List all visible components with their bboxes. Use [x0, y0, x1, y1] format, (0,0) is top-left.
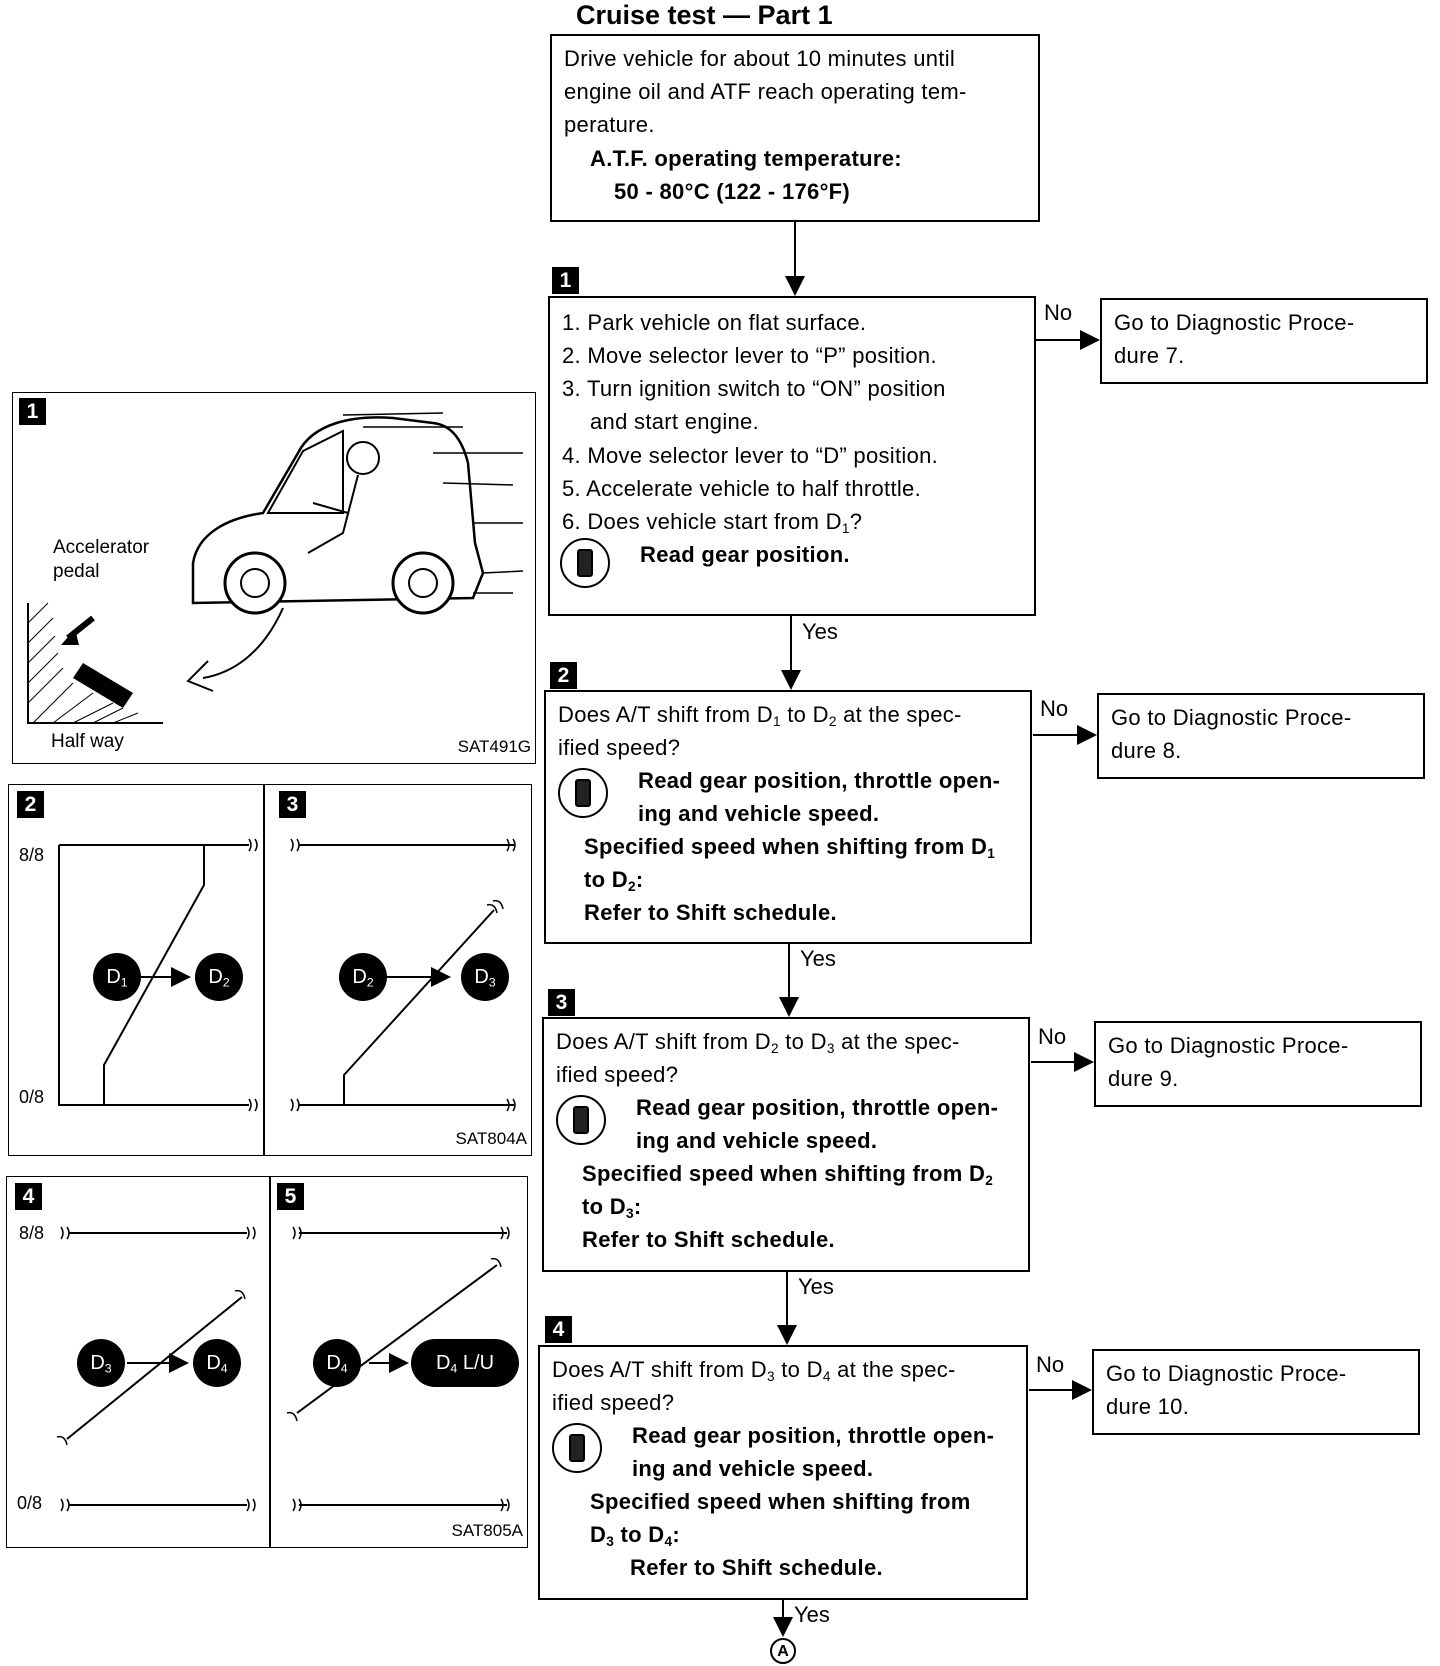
- y-axis-top-label: 8/8: [19, 845, 45, 865]
- step-1-no-label: No: [1044, 300, 1073, 325]
- step-4-instruction: ing and vehicle speed.: [632, 1456, 874, 1481]
- accelerator-pedal-label: Accelerator: [53, 537, 150, 558]
- shift-diagram-4-5: [56, 1226, 510, 1512]
- figure-1-number: 1: [19, 398, 46, 425]
- target-line: Go to Diagnostic Proce-: [1111, 705, 1352, 730]
- gear-to-d2: D2: [195, 953, 243, 1001]
- step-4-no-label: No: [1036, 1352, 1065, 1377]
- y-axis-bottom-label: 0/8: [17, 1493, 43, 1513]
- step-3-spec: to D3:: [582, 1194, 642, 1222]
- gear-to-d4: D4: [193, 1339, 241, 1387]
- start-box: Drive vehicle for about 10 minutes until…: [550, 34, 1040, 222]
- step-2-instruction: ing and vehicle speed.: [638, 801, 880, 826]
- step-1-line: 6. Does vehicle start from D1?: [562, 509, 863, 537]
- step-4-question: ified speed?: [552, 1390, 675, 1415]
- start-line-1: Drive vehicle for about 10 minutes until: [564, 46, 956, 71]
- gear-to-d3: D3: [461, 953, 509, 1001]
- step-3-no-target: Go to Diagnostic Proce- dure 9.: [1094, 1021, 1422, 1107]
- step-2-no-label: No: [1040, 696, 1069, 721]
- target-line: Go to Diagnostic Proce-: [1108, 1033, 1349, 1058]
- y-axis-top-label: 8/8: [19, 1223, 45, 1243]
- step-1-no-target: Go to Diagnostic Proce- dure 7.: [1100, 298, 1428, 384]
- consult-tester-icon: [552, 1423, 602, 1473]
- consult-tester-icon: [556, 1095, 606, 1145]
- start-line-3: perature.: [564, 112, 655, 137]
- step-2-spec: Specified speed when shifting from D1: [584, 834, 996, 862]
- step-2-question: Does A/T shift from D1 to D2 at the spec…: [558, 702, 962, 730]
- figure-2-3: 2 3 8/8 0/8 D1 D2 D2 D3 SAT804A: [8, 784, 532, 1156]
- step-2-yes-label: Yes: [800, 946, 836, 971]
- step-2-instruction: Read gear position, throttle open-: [638, 768, 1001, 793]
- step-1-line: 3. Turn ignition switch to “ON” position: [562, 376, 946, 401]
- figure-2-number: 2: [17, 791, 44, 818]
- step-3-no-label: No: [1038, 1024, 1067, 1049]
- consult-tester-icon: [560, 538, 610, 588]
- step-3-question: Does A/T shift from D2 to D3 at the spec…: [556, 1029, 960, 1057]
- step-1-box: 1. Park vehicle on flat surface. 2. Move…: [548, 296, 1036, 616]
- figure-code: SAT491G: [457, 737, 531, 756]
- step-3-yes-label: Yes: [798, 1274, 834, 1299]
- consult-tester-icon: [558, 768, 608, 818]
- step-3-question: ified speed?: [556, 1062, 679, 1087]
- page-title: Cruise test — Part 1: [576, 0, 833, 30]
- figure-3-number: 3: [279, 791, 306, 818]
- step-1-line: and start engine.: [590, 409, 759, 434]
- gear-from-d4: D4: [313, 1339, 361, 1387]
- target-line: dure 9.: [1108, 1066, 1179, 1091]
- gear-from-d2: D2: [339, 953, 387, 1001]
- target-line: dure 10.: [1106, 1394, 1190, 1419]
- step-number-3: 3: [548, 989, 575, 1016]
- start-line-2: engine oil and ATF reach operating tem-: [564, 79, 967, 104]
- target-line: Go to Diagnostic Proce-: [1114, 310, 1355, 335]
- step-2-spec: Refer to Shift schedule.: [584, 900, 837, 925]
- step-1-line: 2. Move selector lever to “P” position.: [562, 343, 937, 368]
- step-4-box: Does A/T shift from D3 to D4 at the spec…: [538, 1345, 1028, 1600]
- step-3-spec: Refer to Shift schedule.: [582, 1227, 835, 1252]
- step-2-no-target: Go to Diagnostic Proce- dure 8.: [1097, 693, 1425, 779]
- step-4-yes-label: Yes: [794, 1602, 830, 1627]
- step-4-question: Does A/T shift from D3 to D4 at the spec…: [552, 1357, 956, 1385]
- step-2-box: Does A/T shift from D1 to D2 at the spec…: [544, 690, 1032, 944]
- step-4-no-target: Go to Diagnostic Proce- dure 10.: [1092, 1349, 1420, 1435]
- step-1-line: 1. Park vehicle on flat surface.: [562, 310, 867, 335]
- step-1-line: 5. Accelerate vehicle to half throttle.: [562, 476, 922, 501]
- step-number-4: 4: [545, 1316, 572, 1343]
- target-line: dure 8.: [1111, 738, 1182, 763]
- target-line: dure 7.: [1114, 343, 1185, 368]
- figure-5-number: 5: [277, 1183, 304, 1210]
- figure-code: SAT805A: [451, 1521, 523, 1540]
- figure-4-5: 4 5 8/8 0/8 D3 D4 D4 D4 L/U SAT805A: [6, 1176, 528, 1548]
- step-1-yes-label: Yes: [802, 619, 838, 644]
- step-number-2: 2: [550, 662, 577, 689]
- step-1-instruction: Read gear position.: [640, 542, 850, 567]
- step-4-spec: Refer to Shift schedule.: [630, 1555, 883, 1580]
- atf-temp-value: 50 - 80°C (122 - 176°F): [614, 179, 851, 204]
- gear-to-d4-lockup: D4 L/U: [411, 1339, 519, 1387]
- figure-1: 1 Acceler: [12, 392, 536, 764]
- step-4-spec: Specified speed when shifting from: [590, 1489, 971, 1514]
- step-2-spec: to D2:: [584, 867, 644, 895]
- target-line: Go to Diagnostic Proce-: [1106, 1361, 1347, 1386]
- step-3-box: Does A/T shift from D2 to D3 at the spec…: [542, 1017, 1030, 1272]
- step-3-instruction: Read gear position, throttle open-: [636, 1095, 999, 1120]
- atf-temp-label: A.T.F. operating temperature:: [590, 146, 902, 171]
- step-3-spec: Specified speed when shifting from D2: [582, 1161, 994, 1189]
- step-1-line: 4. Move selector lever to “D” position.: [562, 443, 939, 468]
- accelerator-pedal-label: pedal: [53, 561, 100, 582]
- step-number-1: 1: [552, 267, 579, 294]
- figure-4-number: 4: [15, 1183, 42, 1210]
- car-illustration: [27, 412, 524, 724]
- half-way-label: Half way: [51, 731, 124, 752]
- gear-from-d1: D1: [93, 953, 141, 1001]
- step-2-question: ified speed?: [558, 735, 681, 760]
- connector-a: A: [770, 1638, 796, 1664]
- gear-from-d3: D3: [77, 1339, 125, 1387]
- step-4-instruction: Read gear position, throttle open-: [632, 1423, 995, 1448]
- figure-code: SAT804A: [455, 1129, 527, 1148]
- shift-diagram-2-3: [58, 838, 516, 1112]
- step-4-spec: D3 to D4:: [590, 1522, 681, 1550]
- y-axis-bottom-label: 0/8: [19, 1087, 45, 1107]
- step-3-instruction: ing and vehicle speed.: [636, 1128, 878, 1153]
